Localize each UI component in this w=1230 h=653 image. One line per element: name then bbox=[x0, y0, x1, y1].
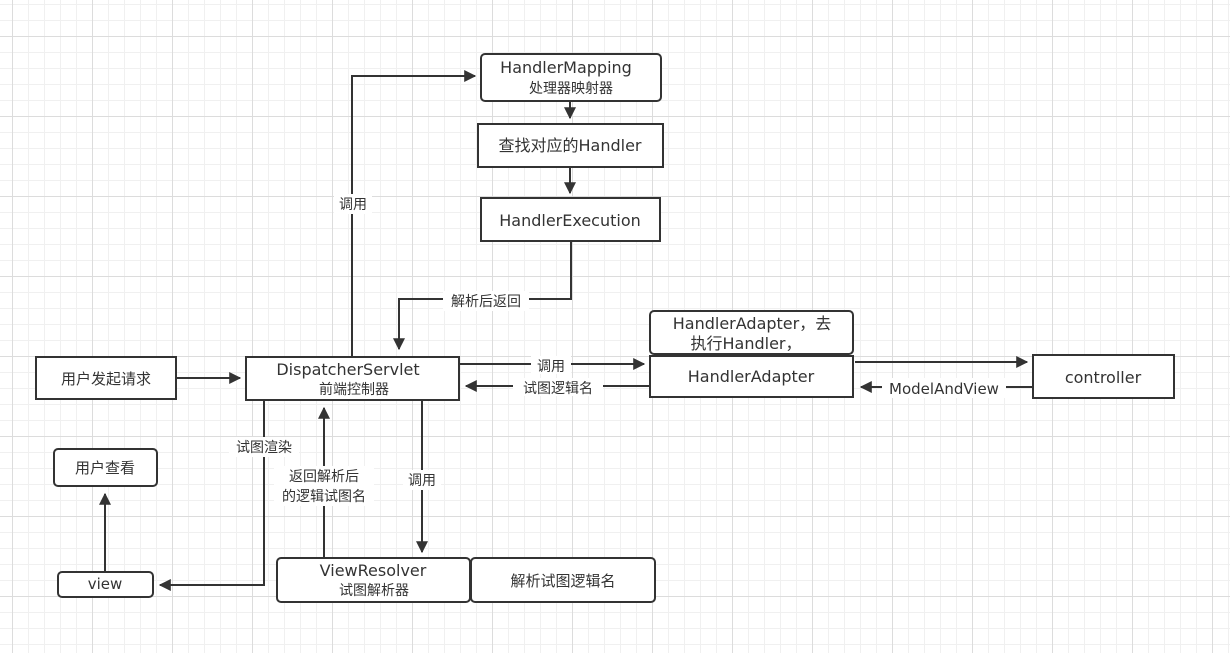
node-view-label: view bbox=[88, 575, 123, 593]
edge-label-view-logic-name: 试图逻辑名 bbox=[523, 381, 593, 397]
edge-label-call-mapping: 调用 bbox=[339, 197, 367, 213]
edge-label-return-parsed-2: 的逻辑试图名 bbox=[282, 489, 366, 505]
edge-dispatcher-to-handlermapping: 调用 bbox=[334, 70, 477, 357]
node-view-resolver-title: ViewResolver bbox=[320, 561, 427, 580]
node-find-handler: 查找对应的Handler bbox=[477, 123, 664, 168]
node-handler-execution-label: HandlerExecution bbox=[499, 211, 641, 230]
edge-execution-to-dispatcher: 解析后返回 bbox=[393, 241, 572, 351]
node-dispatcher-servlet: DispatcherServlet 前端控制器 bbox=[245, 356, 460, 401]
node-dispatcher-servlet-subtitle: 前端控制器 bbox=[319, 381, 389, 398]
node-handler-mapping: HandlerMapping 处理器映射器 bbox=[480, 53, 662, 102]
node-user-request-label: 用户发起请求 bbox=[61, 370, 151, 388]
node-handler-adapter: HandlerAdapter bbox=[649, 355, 854, 398]
node-user-view-label: 用户查看 bbox=[75, 459, 135, 477]
node-find-handler-label: 查找对应的Handler bbox=[498, 136, 641, 155]
node-view-resolver-subtitle: 试图解析器 bbox=[339, 583, 409, 599]
node-parse-view-name-label: 解析试图逻辑名 bbox=[510, 572, 615, 590]
node-user-view: 用户查看 bbox=[53, 448, 158, 487]
node-handler-mapping-subtitle: 处理器映射器 bbox=[529, 81, 613, 97]
node-parse-view-name: 解析试图逻辑名 bbox=[470, 557, 656, 603]
edge-label-view-render: 试图渲染 bbox=[236, 440, 292, 456]
edge-dispatcher-to-view: 试图渲染 bbox=[158, 401, 299, 591]
node-handler-adapter-note-line1: HandlerAdapter，去 bbox=[673, 314, 831, 333]
node-view-resolver: ViewResolver 试图解析器 bbox=[276, 557, 471, 603]
node-dispatcher-servlet-title: DispatcherServlet bbox=[276, 360, 419, 379]
node-controller-label: controller bbox=[1065, 368, 1142, 387]
edge-label-model-and-view: ModelAndView bbox=[889, 380, 999, 398]
node-view: view bbox=[57, 571, 154, 598]
edge-label-parse-return: 解析后返回 bbox=[451, 294, 521, 310]
node-handler-adapter-label: HandlerAdapter bbox=[688, 367, 815, 386]
edge-resolver-to-dispatcher: 返回解析后 的逻辑试图名 bbox=[274, 406, 374, 558]
edge-label-call-resolver: 调用 bbox=[408, 473, 436, 489]
edge-label-call-adapter: 调用 bbox=[537, 359, 565, 375]
edge-adapter-to-dispatcher: 试图逻辑名 bbox=[464, 378, 650, 397]
node-user-request: 用户发起请求 bbox=[35, 356, 177, 400]
node-handler-execution: HandlerExecution bbox=[480, 197, 661, 242]
edge-controller-to-adapter: ModelAndView bbox=[859, 378, 1033, 398]
edge-dispatcher-to-resolver: 调用 bbox=[403, 401, 441, 554]
node-controller: controller bbox=[1032, 354, 1175, 399]
edge-dispatcher-to-adapter: 调用 bbox=[460, 356, 646, 375]
node-handler-adapter-note: HandlerAdapter，去 执行Handler， bbox=[649, 310, 854, 355]
edge-label-return-parsed-1: 返回解析后 bbox=[289, 469, 359, 485]
node-handler-mapping-title: HandlerMapping bbox=[500, 58, 632, 77]
node-handler-adapter-note-line2: 执行Handler， bbox=[690, 334, 801, 353]
